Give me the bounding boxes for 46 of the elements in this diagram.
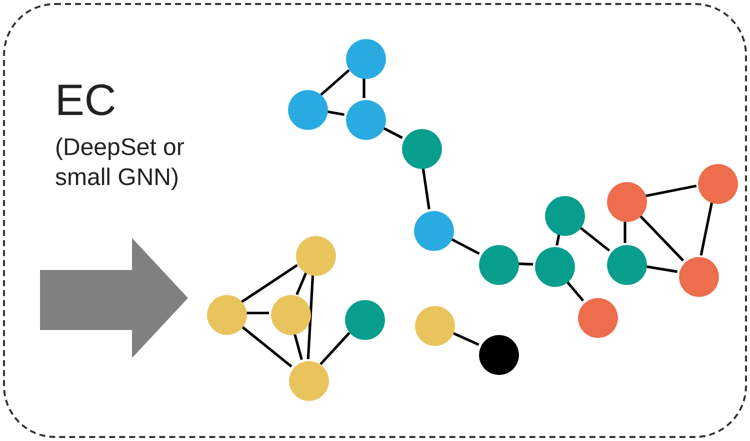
edge-line <box>578 225 610 252</box>
graph-node-circle <box>679 257 719 297</box>
edge-line <box>564 279 584 302</box>
edge-line <box>320 69 350 96</box>
edge-line <box>240 264 298 304</box>
edge-line <box>516 262 534 266</box>
dashed-container <box>3 3 747 438</box>
edge-line <box>644 265 678 273</box>
edge-line <box>362 77 366 98</box>
graph-node-circle <box>414 211 454 251</box>
edge-line <box>245 312 269 314</box>
graph-node-circle <box>288 90 328 130</box>
edge-line <box>296 272 308 296</box>
edge-line <box>700 201 714 256</box>
graph-node-circle <box>346 39 386 79</box>
edge-line <box>556 233 560 246</box>
graph-node-circle <box>345 300 385 340</box>
graph-node-circle <box>346 100 386 140</box>
graph-node-circle <box>607 182 647 222</box>
graph-node-circle <box>698 164 738 204</box>
graph-node-circle <box>578 298 618 338</box>
edge-line <box>450 331 480 346</box>
graph-node-circle <box>607 245 647 285</box>
edge-line <box>320 332 350 366</box>
graph-node-circle <box>207 295 247 335</box>
graph-node-circle <box>271 295 311 335</box>
edge-line <box>449 237 480 255</box>
edge-line <box>644 184 697 198</box>
edge-line <box>624 220 626 243</box>
graph-node-circle <box>415 306 455 346</box>
graph-node-circle <box>289 361 329 401</box>
graph-node-circle <box>296 236 336 276</box>
graph-node-circle <box>479 245 519 285</box>
edge-line <box>381 126 403 139</box>
edge-line <box>326 110 344 116</box>
edge-line <box>638 214 684 262</box>
edge-line <box>240 324 292 368</box>
edge-line <box>306 274 314 360</box>
graph-node-circle <box>535 247 575 287</box>
graph-node-circle <box>402 129 442 169</box>
edge-line <box>422 166 430 210</box>
graph-node-circle <box>545 196 585 236</box>
subtitle: (DeepSet or small GNN) <box>55 133 186 193</box>
edge-line <box>293 332 303 360</box>
graph-node-circle <box>479 335 519 375</box>
heading: EC <box>55 75 116 127</box>
